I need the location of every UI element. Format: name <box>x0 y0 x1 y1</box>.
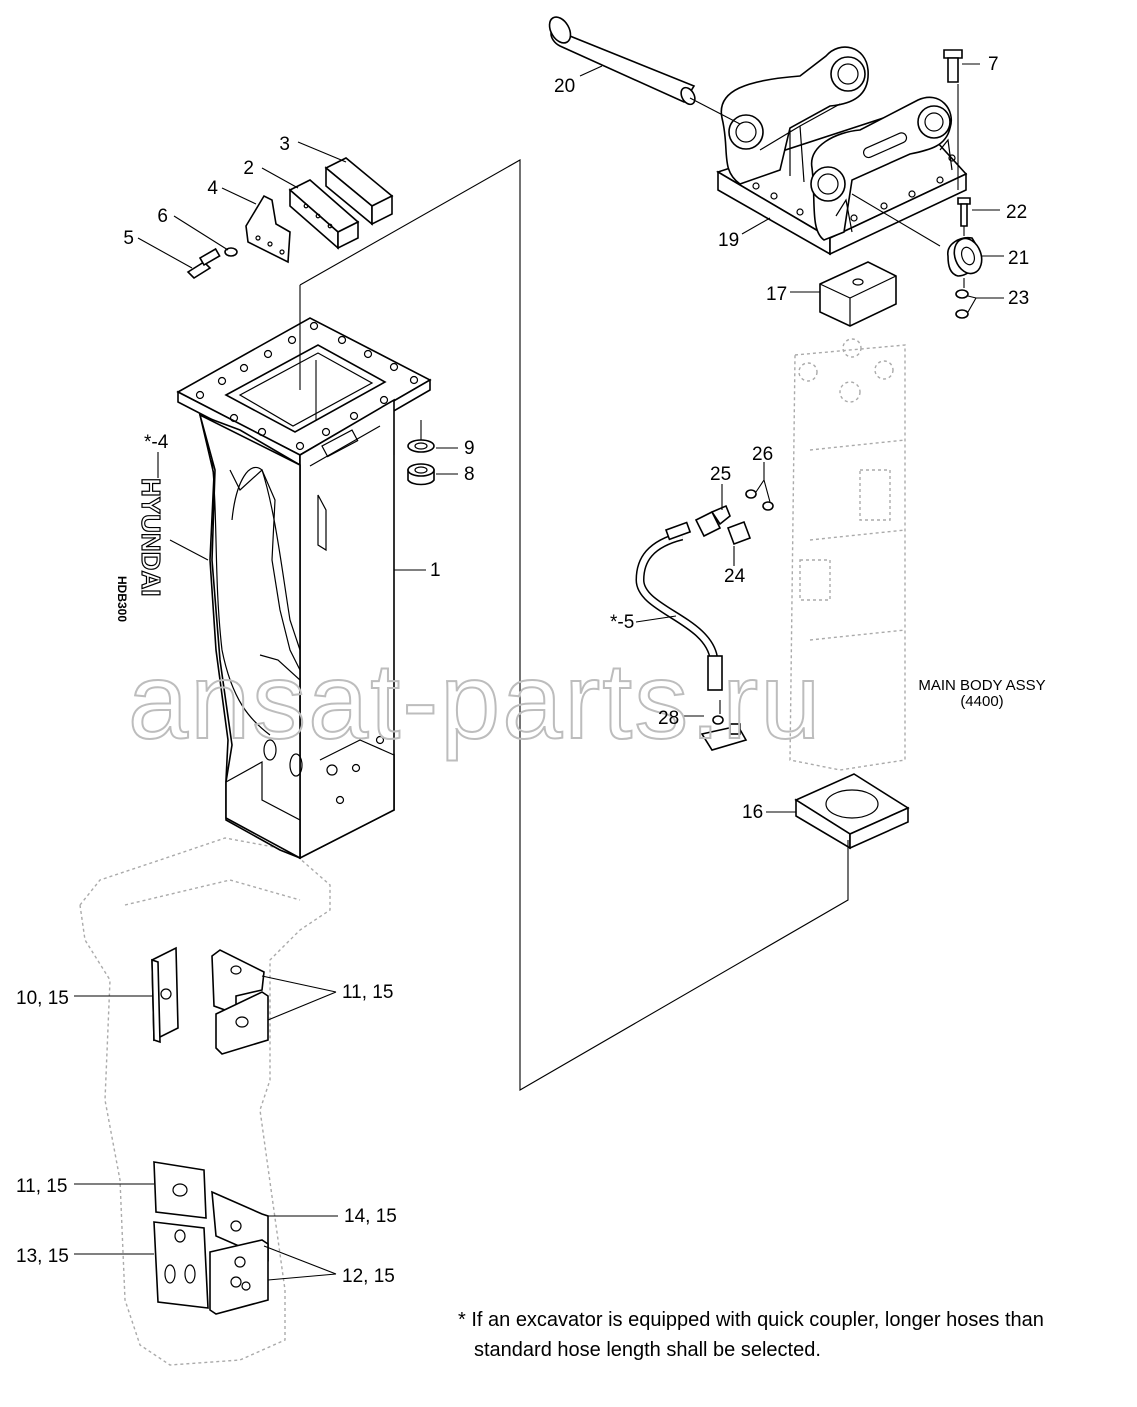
callout-6: 6 <box>157 206 168 227</box>
watermark: ansat-parts.ru <box>128 640 822 761</box>
callout-9: 9 <box>464 438 475 459</box>
callout-12-15: 12, 15 <box>342 1266 395 1287</box>
callout-8: 8 <box>464 464 475 485</box>
leader-lines <box>74 63 1004 1281</box>
callout-11-15-lower: 11, 15 <box>16 1176 67 1197</box>
footnote-line-1: * If an excavator is equipped with quick… <box>458 1309 1044 1331</box>
flange-bolt-holes <box>195 321 419 451</box>
callout-4-star: *-4 <box>144 432 169 453</box>
callout-4: 4 <box>207 178 218 199</box>
callout-20: 20 <box>554 76 575 97</box>
callout-28: 28 <box>658 708 679 729</box>
assembly-guide-lines <box>299 84 965 1091</box>
washer-and-nut <box>407 439 435 486</box>
callout-5: 5 <box>123 228 134 249</box>
ghost-lower-bracket <box>79 837 331 1366</box>
callout-22: 22 <box>1006 202 1027 223</box>
hose-assembly <box>635 489 774 751</box>
callout-10-15: 10, 15 <box>16 988 69 1009</box>
callout-1: 1 <box>430 560 441 581</box>
callout-16: 16 <box>742 802 763 823</box>
assembly-name: MAIN BODY ASSY <box>918 677 1045 694</box>
housing-frame <box>176 317 432 860</box>
callout-2: 2 <box>243 158 254 179</box>
footnote-line-2: standard hose length shall be selected. <box>474 1339 821 1361</box>
callout-26: 26 <box>752 444 773 465</box>
callout-7: 7 <box>988 54 999 75</box>
callout-11-15-upper: 11, 15 <box>342 982 393 1003</box>
adapter-bracket <box>548 16 983 327</box>
callout-3: 3 <box>279 134 290 155</box>
pad-plate <box>794 773 910 850</box>
callout-19: 19 <box>718 230 739 251</box>
ghost-main-body <box>789 338 906 771</box>
callout-labels: 3 2 4 6 5 *-4 9 8 1 10, 15 11, 15 11, 15… <box>16 54 1046 1287</box>
callout-23: 23 <box>1008 288 1029 309</box>
callout-14-15: 14, 15 <box>344 1206 397 1227</box>
assembly-code: (4400) <box>960 693 1003 710</box>
callout-5-star: *-5 <box>610 612 634 633</box>
footnote: * If an excavator is equipped with quick… <box>458 1309 1044 1361</box>
top-small-parts <box>186 157 394 280</box>
callout-13-15: 13, 15 <box>16 1246 69 1267</box>
callout-17: 17 <box>766 284 787 305</box>
callout-24: 24 <box>724 566 746 587</box>
lower-plates <box>151 946 269 1315</box>
decal-side-plate: HYUNDAI HDB300 <box>115 477 167 622</box>
decal-brand: HYUNDAI <box>136 478 166 596</box>
decal-model: HDB300 <box>115 576 129 622</box>
callout-25: 25 <box>710 464 731 485</box>
callout-21: 21 <box>1008 248 1029 269</box>
